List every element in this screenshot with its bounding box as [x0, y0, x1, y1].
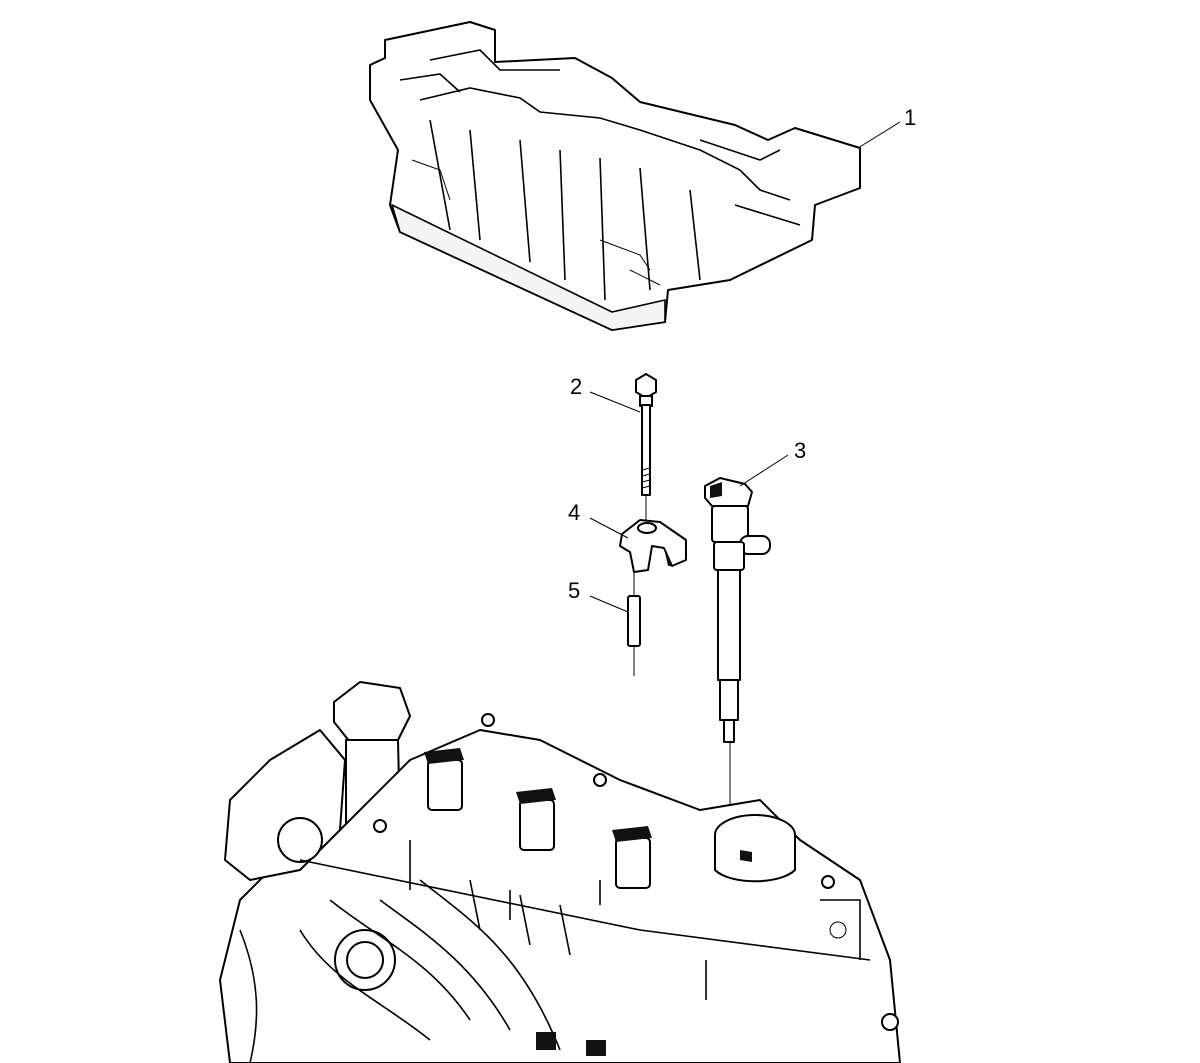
leader-line-4	[589, 517, 629, 539]
leader-line-1	[857, 121, 901, 149]
callout-label-5: 5	[568, 578, 580, 603]
leader-line-3	[739, 454, 789, 487]
callout-label-1: 1	[904, 105, 916, 130]
head-studs	[373, 713, 899, 1031]
part-5-dowel-pin	[627, 595, 641, 676]
injector-tower-1	[424, 748, 464, 811]
part-2-bolt	[635, 373, 657, 520]
leader-line-5	[589, 595, 629, 613]
leader-line-2	[589, 391, 641, 413]
oil-filler-cap	[714, 814, 796, 883]
part-4-injector-clamp	[619, 519, 687, 596]
callout-labels: 1 2 3 4 5	[568, 105, 916, 603]
callout-label-3: 3	[794, 438, 806, 463]
engine-cylinder-head-assembly	[219, 681, 901, 1063]
injector-tower-2	[516, 788, 556, 851]
callout-label-4: 4	[568, 500, 580, 525]
callout-label-2: 2	[570, 374, 582, 399]
part-1-engine-cover-insulator	[369, 21, 861, 331]
part-3-fuel-injector	[704, 477, 771, 950]
injector-tower-3	[612, 826, 652, 889]
callout-leader-lines	[589, 121, 901, 613]
